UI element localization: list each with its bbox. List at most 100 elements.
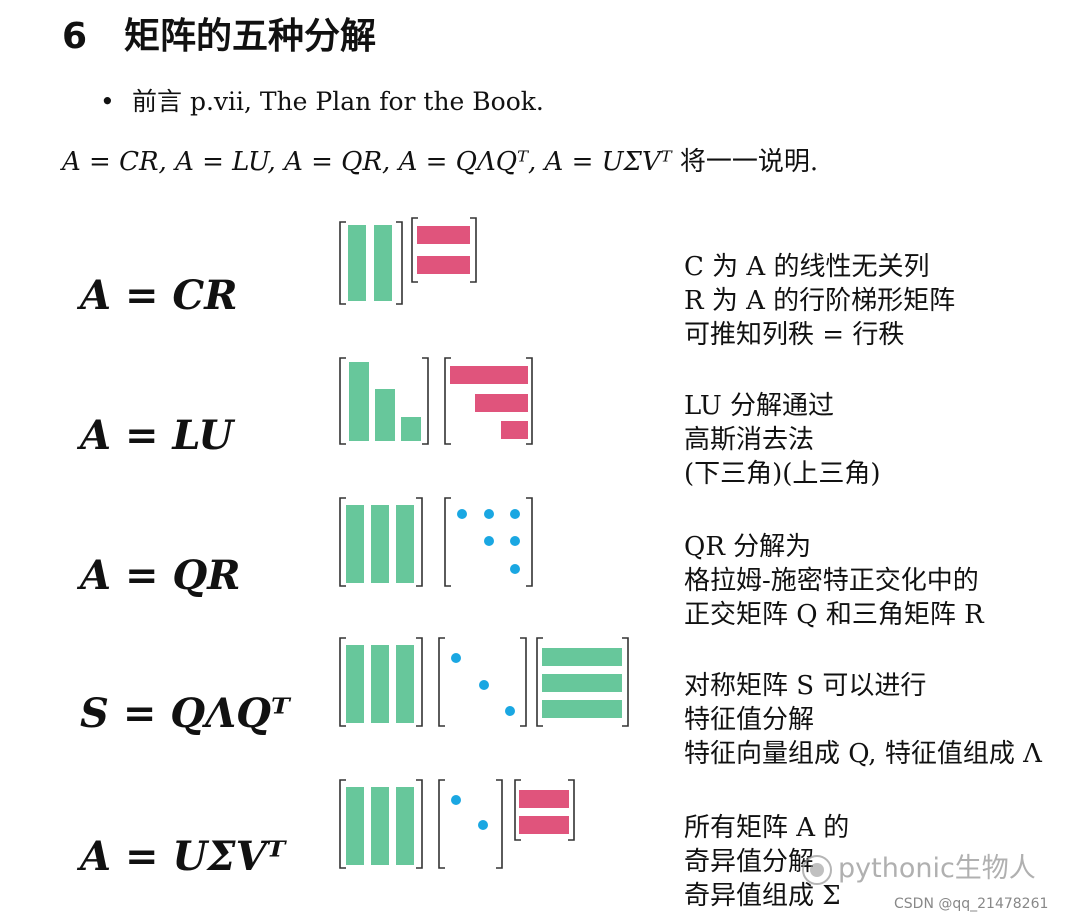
row-block	[542, 700, 622, 718]
column-block	[374, 225, 392, 301]
bracket	[438, 637, 445, 727]
description-line: 特征向量组成 Q, 特征值组成 Λ	[684, 739, 1042, 769]
diagram-eigen	[339, 637, 629, 727]
intro-math: A = CR, A = LU, A = QR, A = QΛQᵀ, A = UΣ…	[62, 147, 672, 177]
description-line: LU 分解通过	[684, 391, 835, 421]
description-line: 所有矩阵 A 的	[684, 813, 850, 843]
bracket	[526, 357, 533, 445]
description-line: 正交矩阵 Q 和三角矩阵 R	[684, 600, 984, 630]
row-block	[519, 790, 569, 808]
diagonal-dot	[479, 680, 489, 690]
lower-column-block	[375, 389, 395, 441]
description-lu: LU 分解通过 高斯消去法 (下三角)(上三角)	[684, 389, 881, 491]
lower-column-block	[401, 417, 421, 441]
upper-row-block	[501, 421, 528, 439]
triangular-dot	[484, 509, 494, 519]
column-block	[348, 225, 366, 301]
triangular-dot	[457, 509, 467, 519]
description-line: 特征值分解	[684, 705, 815, 735]
bracket	[339, 637, 346, 727]
bracket	[444, 497, 451, 587]
bracket	[339, 357, 346, 445]
diagram-qr	[339, 497, 533, 587]
bracket	[514, 779, 521, 841]
bracket	[416, 637, 423, 727]
description-line: 格拉姆-施密特正交化中的	[684, 566, 979, 596]
bracket	[422, 357, 429, 445]
diagonal-dot	[505, 706, 515, 716]
description-qr: QR 分解为 格拉姆-施密特正交化中的 正交矩阵 Q 和三角矩阵 R	[684, 530, 984, 632]
description-line: 对称矩阵 S 可以进行	[684, 671, 927, 701]
description-svd: 所有矩阵 A 的 奇异值分解 奇异值组成 Σ	[684, 811, 849, 913]
triangular-dot	[484, 536, 494, 546]
formula-eigen: S = QΛQᵀ	[80, 690, 290, 737]
column-block	[346, 645, 364, 723]
row-block	[417, 226, 470, 244]
bracket	[536, 637, 543, 727]
bracket	[470, 217, 477, 283]
section-number: 6	[62, 16, 88, 57]
bracket	[444, 357, 451, 445]
diagonal-dot	[451, 653, 461, 663]
column-block	[371, 645, 389, 723]
bracket	[339, 221, 346, 305]
row-block	[542, 674, 622, 692]
bracket	[496, 779, 503, 869]
bracket	[568, 779, 575, 841]
description-line: 可推知列秩 = 行秩	[684, 320, 905, 350]
description-line: QR 分解为	[684, 532, 812, 562]
bracket	[396, 221, 403, 305]
description-eigen: 对称矩阵 S 可以进行 特征值分解 特征向量组成 Q, 特征值组成 Λ	[684, 669, 1042, 771]
lower-column-block	[349, 362, 369, 441]
formula-cr: A = CR	[80, 272, 238, 319]
intro-text: 将一一说明.	[671, 147, 819, 177]
bullet-dot: •	[100, 87, 115, 116]
formula-svd: A = UΣVᵀ	[80, 833, 286, 880]
watermark: pythonic生物人	[802, 846, 1036, 885]
diagram-svd	[339, 779, 575, 869]
formula-lu: A = LU	[80, 412, 234, 459]
description-line: 高斯消去法	[684, 425, 815, 455]
diagonal-dot	[451, 795, 461, 805]
description-line: (下三角)(上三角)	[684, 459, 881, 489]
watermark-logo-icon	[802, 854, 832, 885]
column-block	[371, 505, 389, 583]
description-cr: C 为 A 的线性无关列 R 为 A 的行阶梯形矩阵 可推知列秩 = 行秩	[684, 250, 955, 352]
column-block	[346, 505, 364, 583]
triangular-dot	[510, 509, 520, 519]
diagram-cr	[339, 217, 477, 305]
description-line: C 为 A 的线性无关列	[684, 252, 930, 282]
row-block	[417, 256, 470, 274]
watermark-text: pythonic生物人	[838, 853, 1036, 884]
upper-row-block	[475, 394, 528, 412]
bullet-text: 前言 p.vii, The Plan for the Book.	[132, 87, 544, 116]
column-block	[396, 505, 414, 583]
row-block	[519, 816, 569, 834]
diagonal-dot	[478, 820, 488, 830]
bullet-item: • 前言 p.vii, The Plan for the Book.	[100, 84, 544, 120]
bracket	[339, 779, 346, 869]
bracket	[416, 497, 423, 587]
bracket	[438, 779, 445, 869]
row-block	[542, 648, 622, 666]
description-line: 奇异值分解	[684, 847, 815, 877]
bracket	[416, 779, 423, 869]
bracket	[411, 217, 418, 283]
column-block	[396, 787, 414, 865]
description-line: R 为 A 的行阶梯形矩阵	[684, 286, 956, 316]
csdn-credit: CSDN @qq_21478261	[894, 896, 1049, 912]
upper-row-block	[450, 366, 528, 384]
column-block	[396, 645, 414, 723]
triangular-dot	[510, 536, 520, 546]
bracket	[526, 497, 533, 587]
column-block	[371, 787, 389, 865]
section-title: 矩阵的五种分解	[124, 16, 377, 57]
intro-line: A = CR, A = LU, A = QR, A = QΛQᵀ, A = UΣ…	[62, 142, 818, 182]
section-heading: 6 矩阵的五种分解	[62, 14, 376, 60]
column-block	[346, 787, 364, 865]
bracket	[622, 637, 629, 727]
triangular-dot	[510, 564, 520, 574]
diagram-lu	[339, 357, 533, 445]
bracket	[339, 497, 346, 587]
